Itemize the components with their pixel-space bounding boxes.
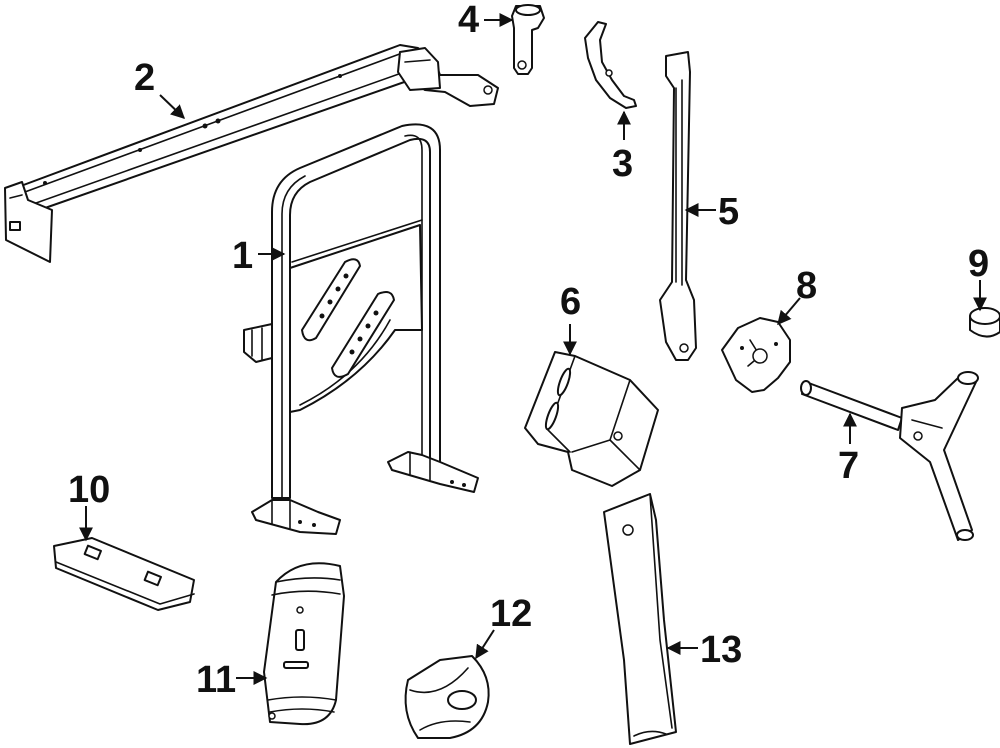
part-1-carrier-frame [243, 123, 479, 535]
callout-1: 1 [232, 235, 253, 277]
callout-6: 6 [560, 281, 581, 323]
callouts: 1 2 3 4 5 6 7 8 9 10 11 12 13 [68, 0, 989, 701]
part-6-bracket [524, 351, 659, 487]
part-12-clip [404, 655, 490, 739]
part-5-strap [659, 51, 697, 361]
leader-12 [475, 629, 495, 660]
part-11-clip-plate [263, 562, 345, 726]
callout-8: 8 [796, 265, 817, 307]
callout-3: 3 [612, 143, 633, 185]
callout-10: 10 [68, 469, 110, 511]
callout-4: 4 [458, 0, 479, 41]
callout-7: 7 [838, 445, 859, 487]
callout-12: 12 [490, 593, 532, 635]
part-7-lug-wrench [800, 371, 979, 541]
callout-2: 2 [134, 57, 155, 99]
part-13-tall-bracket [603, 493, 677, 745]
part-8-star-nut [721, 317, 791, 393]
callout-5: 5 [718, 191, 739, 233]
leader-8 [777, 297, 801, 326]
callout-11: 11 [196, 659, 236, 701]
callout-13: 13 [700, 629, 742, 671]
callout-9: 9 [968, 243, 989, 285]
part-9-cap [969, 307, 1000, 338]
part-2-cross-rail [4, 44, 499, 263]
part-10-plate [53, 537, 195, 611]
part-4-pin [511, 4, 545, 75]
part-3-hook-bracket [584, 21, 637, 109]
leader-2 [159, 94, 186, 119]
